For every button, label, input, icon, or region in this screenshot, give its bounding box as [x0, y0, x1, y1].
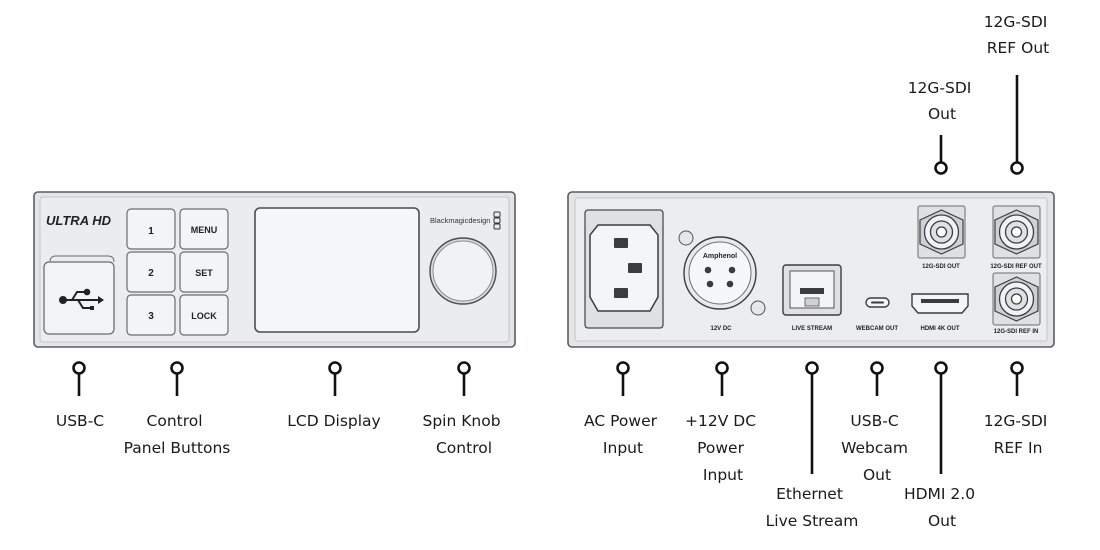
callout-sdi-ref-in: 12G-SDI REF In [984, 412, 1053, 457]
leader-usb-c [72, 361, 86, 396]
callout-ac-power: AC Power Input [584, 412, 662, 457]
brand-label: Blackmagicdesign [430, 216, 490, 225]
callout-sdi-out: 12G-SDI Out [908, 79, 977, 123]
leader-sdi-out [934, 135, 948, 175]
callout-sdi-ref-out: 12G-SDI REF Out [984, 13, 1053, 57]
lcd-display [254, 207, 420, 333]
ac-power-inlet [584, 209, 694, 329]
button-3-label: 3 [148, 311, 154, 322]
callout-dc-power: +12V DC Power Input [685, 412, 761, 484]
callout-lcd: LCD Display [287, 412, 380, 430]
callout-hdmi: HDMI 2.0 Out [904, 485, 980, 530]
leader-usb-webcam [870, 361, 884, 396]
leader-lcd [328, 361, 342, 396]
lock-button-label: LOCK [191, 311, 217, 321]
usb-icon [59, 288, 104, 310]
usb-c-webcam-port: WEBCAM OUT [856, 297, 898, 332]
sdi-ref-in-port-label: 12G-SDI REF IN [994, 329, 1039, 335]
dc-power-connector: Amphenol 12V DC [683, 236, 766, 332]
callout-spin-knob: Spin Knob Control [423, 412, 506, 457]
menu-button-label: MENU [191, 225, 218, 235]
set-button-label: SET [195, 268, 213, 278]
callout-ethernet: Ethernet Live Stream [766, 485, 859, 530]
live-stream-port-label: LIVE STREAM [792, 326, 832, 332]
dc-port-label: 12V DC [710, 326, 732, 332]
sdi-out-port-label: 12G-SDI OUT [922, 264, 960, 270]
button-1-label: 1 [148, 226, 154, 237]
sdi-ref-in-bnc: 12G-SDI REF IN [992, 272, 1041, 335]
sdi-ref-out-bnc: 12G-SDI REF OUT [990, 205, 1042, 270]
hdmi-out-port-label: HDMI 4K OUT [921, 326, 960, 332]
leader-sdi-ref-out [1010, 75, 1024, 175]
front-panel: ULTRA HD 1 2 3 MENU [33, 191, 516, 348]
sdi-ref-out-port-label: 12G-SDI REF OUT [990, 264, 1042, 270]
leader-control-buttons [170, 361, 184, 396]
hdmi-port: HDMI 4K OUT [911, 293, 969, 332]
amphenol-label: Amphenol [703, 253, 737, 260]
leader-spin-knob [457, 361, 471, 396]
front-usb-c-port [43, 255, 115, 335]
callout-labels: USB-C Control Panel Buttons LCD Display … [56, 13, 1053, 530]
button-2-label: 2 [148, 268, 154, 279]
control-panel-buttons: 1 2 3 MENU SET LOCK [126, 208, 229, 336]
brand-dots [493, 211, 501, 230]
spin-knob [429, 237, 497, 305]
leader-ethernet [805, 361, 819, 474]
callout-usb-c: USB-C [56, 412, 104, 430]
ethernet-port: LIVE STREAM [782, 264, 842, 332]
leader-dc-power [715, 361, 729, 396]
ultrahd-logo: ULTRA HD [46, 213, 112, 228]
leader-hdmi [934, 361, 948, 474]
rear-panel: Amphenol 12V DC LIVE STREAM WEBCAM OUT [567, 191, 1055, 348]
leader-ac-power [616, 361, 630, 396]
leader-sdi-ref-in [1010, 361, 1024, 396]
sdi-out-bnc: 12G-SDI OUT [917, 205, 966, 270]
webcam-out-port-label: WEBCAM OUT [856, 326, 898, 332]
callout-usb-webcam: USB-C Webcam Out [841, 412, 913, 484]
callout-control-buttons: Control Panel Buttons [124, 412, 231, 457]
leader-lines [72, 75, 1024, 474]
